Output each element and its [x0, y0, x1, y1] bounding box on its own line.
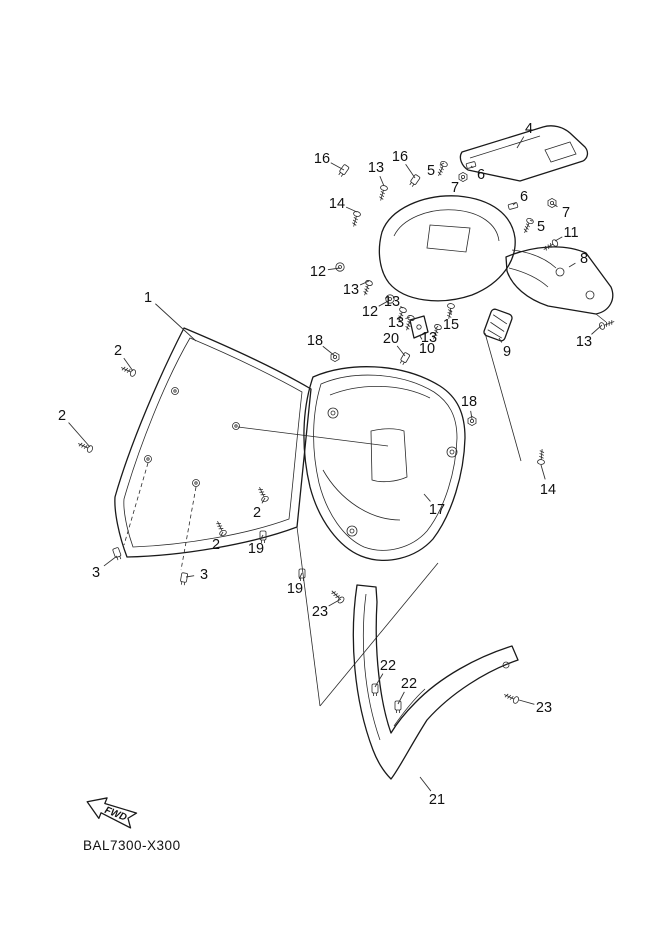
- callout-18: 18: [307, 333, 323, 349]
- leader-line: [512, 201, 517, 206]
- callout-6: 6: [520, 189, 528, 205]
- callout-19: 19: [287, 581, 303, 597]
- leader-line: [220, 531, 224, 536]
- leader-line: [518, 699, 535, 705]
- callout-1: 1: [144, 290, 152, 306]
- drawing-code: BAL7300-X300: [83, 838, 181, 853]
- callout-6: 6: [477, 167, 485, 183]
- callout-2: 2: [253, 505, 261, 521]
- callout-4: 4: [525, 121, 533, 137]
- callout-17: 17: [429, 502, 445, 518]
- leader-line: [439, 162, 445, 166]
- leader-line: [423, 493, 431, 502]
- callout-23: 23: [536, 700, 552, 716]
- leader-line: [554, 236, 563, 242]
- callout-2: 2: [58, 408, 66, 424]
- leader-line: [434, 325, 439, 330]
- leader-line: [374, 673, 384, 688]
- callout-5: 5: [537, 219, 545, 235]
- leader-line: [123, 357, 134, 372]
- rubber-damper-part: [483, 308, 513, 342]
- callout-22: 22: [401, 676, 417, 692]
- callout-7: 7: [451, 180, 459, 196]
- callout-13: 13: [384, 294, 400, 310]
- stay-bracket-part: [505, 246, 614, 323]
- meter-housing-part: [378, 195, 557, 302]
- callout-13: 13: [388, 315, 404, 331]
- projection-lines: [237, 332, 522, 707]
- callout-16: 16: [314, 151, 330, 167]
- callout-10: 10: [419, 341, 435, 357]
- leader-line: [378, 299, 391, 307]
- leader-line: [330, 162, 345, 171]
- leader-line: [540, 464, 546, 480]
- leader-line: [397, 691, 405, 705]
- leader-line: [529, 219, 533, 222]
- windshield-part: [114, 327, 312, 571]
- visor-bracket-part: [459, 125, 589, 182]
- leader-line: [568, 262, 576, 268]
- leader-line: [470, 165, 474, 169]
- callout-15: 15: [443, 317, 459, 333]
- leader-line: [327, 267, 341, 271]
- leader-line: [470, 410, 473, 420]
- leader-line: [345, 206, 358, 213]
- leader-line: [261, 497, 266, 504]
- small-bracket-part: [409, 315, 429, 339]
- callout-9: 9: [503, 344, 511, 360]
- fasteners: [76, 159, 616, 714]
- leader-line: [379, 176, 385, 187]
- leader-line: [552, 203, 558, 208]
- leader-line: [419, 335, 423, 340]
- leader-line: [461, 177, 464, 180]
- callout-8: 8: [580, 251, 588, 267]
- callout-14: 14: [540, 482, 556, 498]
- callout-12: 12: [362, 304, 378, 320]
- callout-14: 14: [329, 196, 345, 212]
- leader-line: [260, 534, 264, 540]
- leader-line: [322, 345, 336, 357]
- leader-line: [328, 598, 342, 607]
- leader-line: [419, 776, 432, 792]
- callout-2: 2: [212, 537, 220, 553]
- leader-line: [103, 555, 118, 567]
- callout-3: 3: [92, 565, 100, 581]
- callout-13: 13: [368, 160, 384, 176]
- leader-line: [405, 164, 416, 179]
- callout-23: 23: [312, 604, 328, 620]
- callout-22: 22: [380, 658, 396, 674]
- leader-line: [498, 337, 503, 343]
- callout-7: 7: [562, 205, 570, 221]
- callout-13: 13: [421, 330, 437, 346]
- callout-5: 5: [427, 163, 435, 179]
- callout-13: 13: [576, 334, 592, 350]
- lower-panel-part: [352, 584, 519, 780]
- front-panel-part: [303, 366, 466, 561]
- callout-12: 12: [310, 264, 326, 280]
- leader-line: [516, 136, 525, 149]
- callout-21: 21: [429, 792, 445, 808]
- leader-line: [298, 572, 303, 580]
- callout-2: 2: [114, 343, 122, 359]
- leader-line: [405, 316, 411, 320]
- callout-18: 18: [461, 394, 477, 410]
- leader-line: [185, 575, 195, 578]
- fwd-arrow-icon: FWD: [86, 797, 138, 829]
- leader-line: [68, 422, 91, 448]
- callout-13: 13: [343, 282, 359, 298]
- leader-line: [359, 280, 370, 286]
- callout-20: 20: [383, 331, 399, 347]
- leader-line: [400, 305, 404, 309]
- callout-19: 19: [248, 541, 264, 557]
- leader-line: [591, 324, 603, 335]
- callout-3: 3: [200, 567, 208, 583]
- leader-line: [396, 345, 406, 357]
- callout-11: 11: [563, 225, 578, 241]
- callout-16: 16: [392, 149, 408, 165]
- leader-line: [155, 303, 197, 342]
